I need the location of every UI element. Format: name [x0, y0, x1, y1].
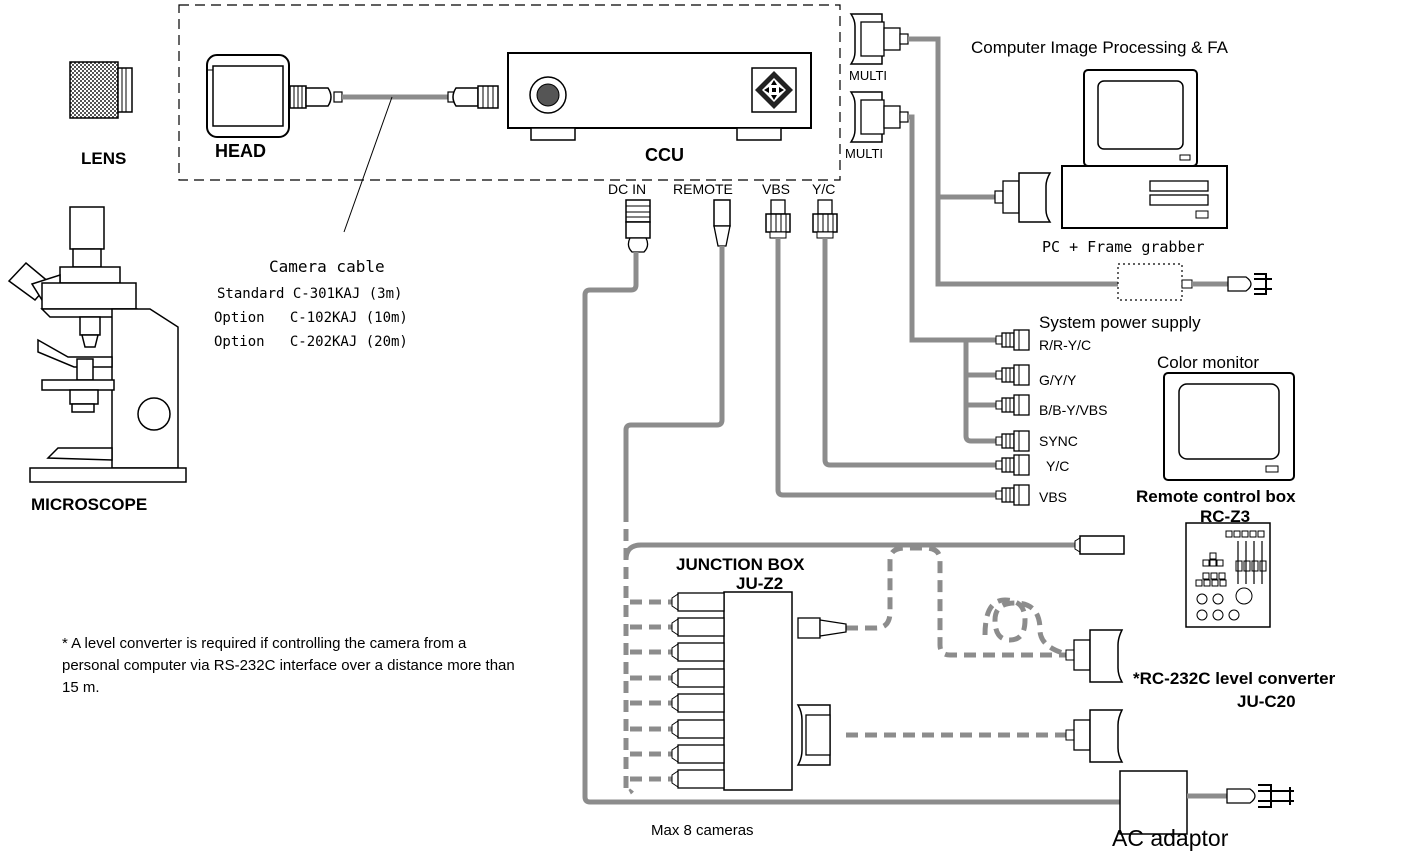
- color-monitor-label: Color monitor: [1157, 353, 1259, 372]
- output-yc-label: Y/C: [1046, 458, 1069, 474]
- yc-cable: [822, 238, 996, 468]
- remote-box-model: RC-Z3: [1200, 507, 1250, 526]
- vbs-cable: [775, 238, 996, 498]
- port-vbs-label: VBS: [762, 181, 790, 197]
- output-sync-label: SYNC: [1039, 433, 1078, 449]
- multi-1-label: MULTI: [849, 68, 887, 83]
- lens-icon: [69, 61, 133, 119]
- junction-box: [723, 591, 793, 791]
- microscope-label: MICROSCOPE: [31, 495, 147, 514]
- dc-in-cable: [582, 252, 1120, 805]
- output-r-label: R/R-Y/C: [1039, 337, 1091, 353]
- power-plug-icon: [1181, 273, 1272, 295]
- level-converter-note: * A level converter is required if contr…: [62, 635, 515, 696]
- remote-control-plug-icon: [1074, 535, 1125, 555]
- output-b-label: B/B-Y/VBS: [1039, 402, 1107, 418]
- yc-connector-icon: [812, 199, 838, 239]
- camera-system-border: [178, 4, 841, 181]
- remote-box-title: Remote control box: [1136, 487, 1296, 506]
- lens-label: LENS: [81, 149, 126, 168]
- camera-cable-option-1: Option C-102KAJ (10m): [214, 310, 408, 326]
- system-power-supply-box: [1117, 263, 1183, 301]
- multi-1-cable: [908, 36, 1118, 287]
- bnc-output-connectors: [995, 329, 1030, 506]
- ccu-unit: [507, 52, 812, 141]
- ac-adaptor-label: AC adaptor: [1112, 825, 1229, 851]
- multi-connector-2-icon: [849, 91, 909, 143]
- ac-adaptor-icon: [1119, 770, 1294, 835]
- port-remote-label: REMOTE: [673, 181, 733, 197]
- pc-connector-icon: [994, 172, 1052, 223]
- microscope-icon: [7, 206, 187, 483]
- level-converter-connector-1-icon: [1065, 629, 1124, 683]
- head-label: HEAD: [215, 141, 266, 161]
- output-g-label: G/Y/Y: [1039, 372, 1077, 388]
- computer-title: Computer Image Processing & FA: [971, 38, 1229, 57]
- remote-cable: [623, 246, 725, 510]
- cable-pointer-line: [343, 96, 393, 233]
- system-power-label: System power supply: [1039, 313, 1201, 332]
- level-converter-model: JU-C20: [1237, 692, 1296, 711]
- level-converter-title: *RC-232C level converter: [1133, 669, 1336, 688]
- junction-camera-connectors: [671, 592, 725, 789]
- ccu-control-pad-icon: [751, 67, 797, 113]
- junction-serial-connector-icon: [796, 704, 831, 766]
- junction-box-title: JUNCTION BOX: [676, 555, 805, 574]
- output-vbs-label: VBS: [1039, 489, 1067, 505]
- color-monitor-icon: [1163, 372, 1295, 481]
- pc-tower-icon: [1061, 165, 1228, 229]
- camera-cable-standard: Standard C-301KAJ (3m): [217, 286, 402, 302]
- camera-cable-option-2: Option C-202KAJ (20m): [214, 334, 408, 350]
- ccu-label: CCU: [645, 145, 684, 165]
- optional-camera-cables: [623, 510, 1071, 795]
- port-yc-label: Y/C: [812, 181, 835, 197]
- remote-connector-icon: [713, 199, 731, 247]
- computer-monitor-icon: [1083, 69, 1198, 167]
- camera-cable-title: Camera cable: [269, 257, 385, 276]
- dc-in-connector-icon: [625, 199, 651, 253]
- level-converter-connector-2-icon: [1065, 709, 1124, 763]
- max-cameras-label: Max 8 cameras: [651, 822, 754, 839]
- multi-2-label: MULTI: [845, 146, 883, 161]
- junction-box-model: JU-Z2: [736, 574, 783, 593]
- ccu-cable-connector: [447, 85, 499, 109]
- multi-connector-1-icon: [849, 13, 909, 65]
- camera-head-icon: [206, 54, 343, 138]
- port-dc-in-label: DC IN: [608, 181, 646, 197]
- junction-remote-out-connector-icon: [797, 617, 847, 639]
- remote-control-box-icon: [1185, 522, 1271, 628]
- vbs-connector-icon: [765, 199, 791, 239]
- multi-2-cable: [908, 114, 996, 444]
- pc-label: PC + Frame grabber: [1042, 238, 1205, 256]
